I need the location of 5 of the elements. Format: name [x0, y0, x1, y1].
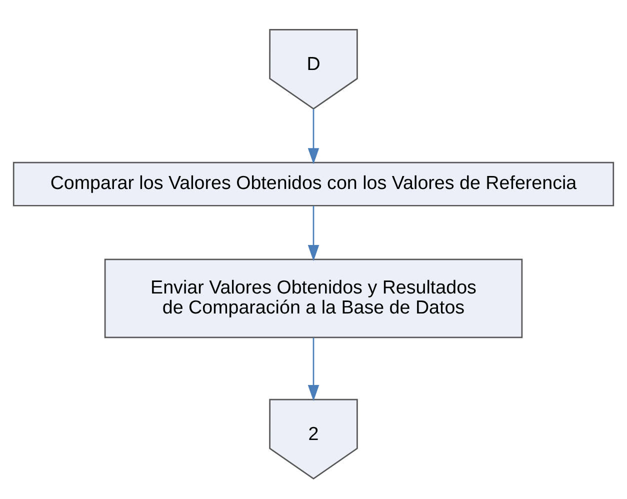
node-box: Enviar Valores Obtenidos y Resultados de Comparación a la Base de Datos [104, 258, 523, 338]
arrow [308, 205, 320, 261]
node-box: Comparar los Valores Obtenidos con los Valores de Referencia [12, 161, 614, 206]
arrow [308, 337, 320, 401]
arrow [308, 108, 320, 164]
